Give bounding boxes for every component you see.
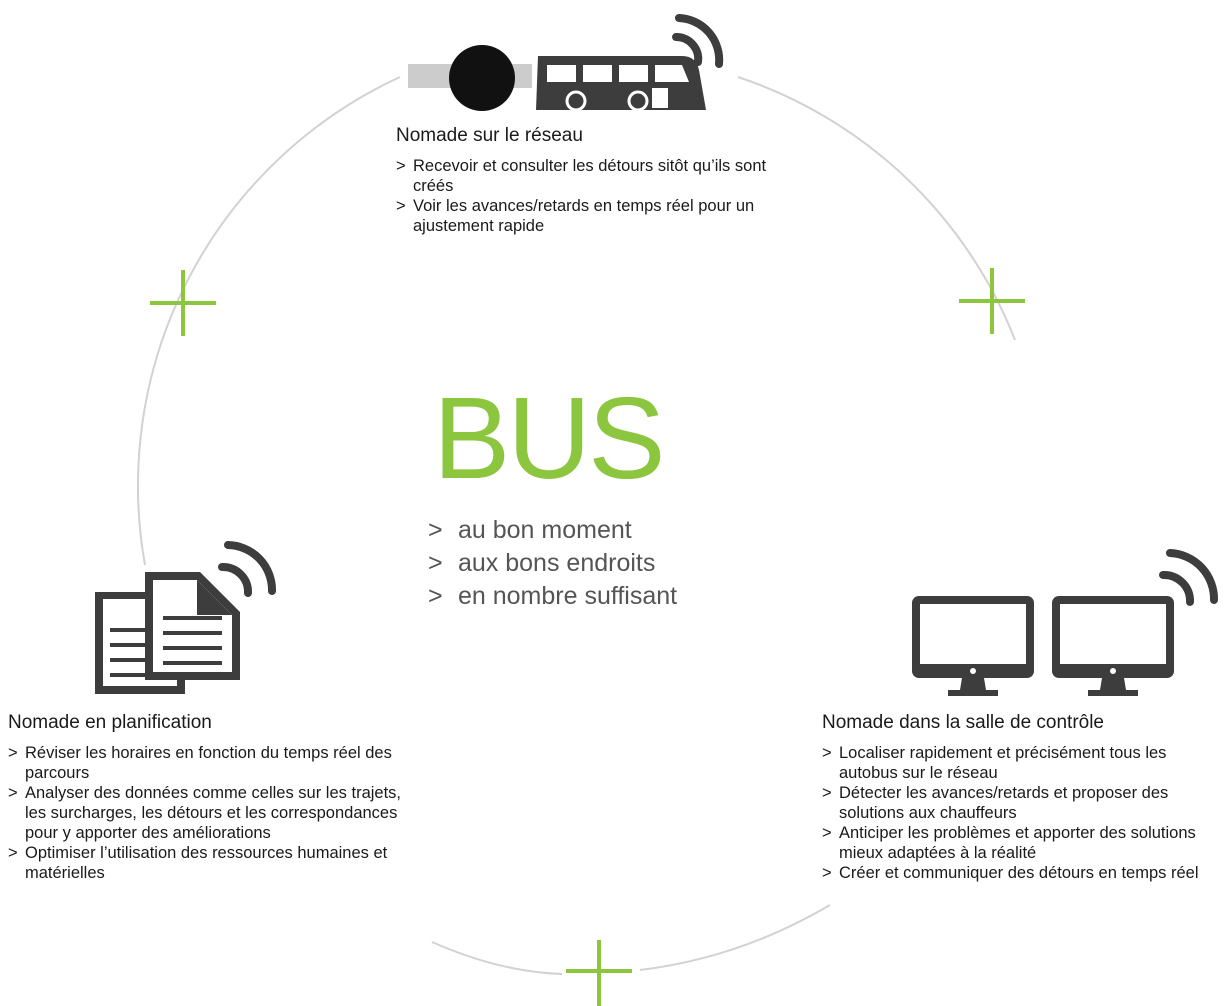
list-item: Anticiper les problèmes et apporter des … [822,823,1222,863]
planning-block-list: Réviser les horaires en fonction du temp… [8,743,420,883]
planning-block-title: Nomade en planification [8,712,212,733]
monitors-icon [912,596,1174,696]
ring-arc-bottom-right [639,904,831,971]
center-title: BUS [433,373,666,503]
list-item: Analyser des données comme celles sur le… [8,783,420,843]
plus-icon [566,940,632,1006]
network-block-list: Recevoir et consulter les détours sitôt … [396,156,781,236]
list-item: Localiser rapidement et précisément tous… [822,743,1222,783]
wifi-signal-icon [1159,549,1219,606]
planning-block: Nomade en planification Réviser les hora… [8,711,420,883]
ring-arc-left [137,76,401,566]
ring-arc-bottom-left [431,941,563,975]
list-item: Voir les avances/retards en temps réel p… [396,196,781,236]
wifi-signal-icon [672,14,724,68]
list-item: Réviser les horaires en fonction du temp… [8,743,420,783]
list-item: Créer et communiquer des détours en temp… [822,863,1222,883]
plus-icon [959,268,1025,334]
network-block: Nomade sur le réseau Recevoir et consult… [396,124,781,236]
control-block: Nomade dans la salle de contrôle Localis… [822,711,1222,883]
center-list-item: en nombre suffisant [428,580,677,613]
list-item: Recevoir et consulter les détours sitôt … [396,156,781,196]
plus-icon [150,270,216,336]
center-list: au bon moment aux bons endroits en nombr… [428,514,677,613]
control-block-title: Nomade dans la salle de contrôle [822,712,1105,733]
documents-icon [95,572,240,694]
wifi-signal-icon [218,541,277,597]
center-list-item: aux bons endroits [428,547,677,580]
list-item: Optimiser l’utilisation des ressources h… [8,843,420,883]
network-block-title: Nomade sur le réseau [396,125,583,146]
bus-icon [408,45,706,112]
center-list-item: au bon moment [428,514,677,547]
list-item: Détecter les avances/retards et proposer… [822,783,1222,823]
control-block-list: Localiser rapidement et précisément tous… [822,743,1222,883]
